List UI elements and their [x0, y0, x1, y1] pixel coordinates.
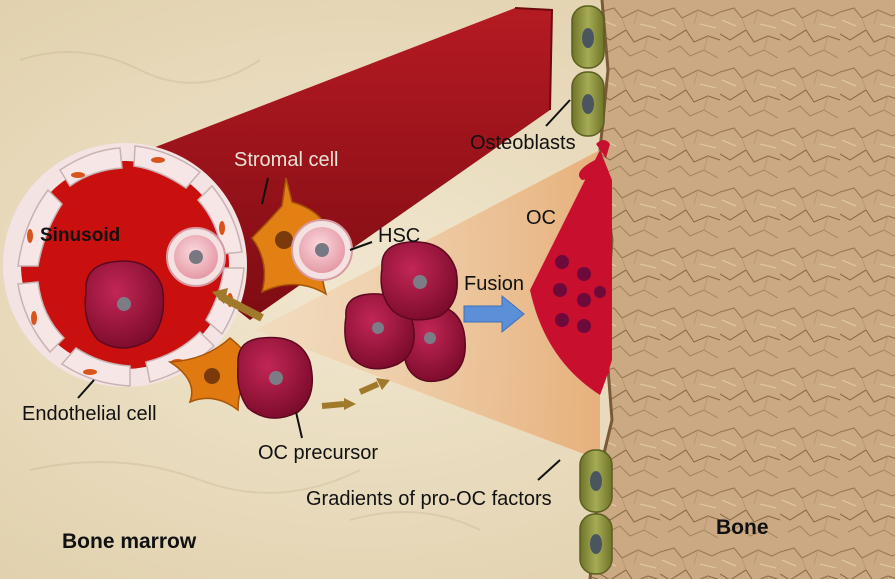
migration-arrow-1 [322, 404, 344, 406]
stromal-cell-label: Stromal cell [234, 149, 338, 171]
sinusoid-label: Sinusoid [40, 225, 120, 246]
fusion-label: Fusion [464, 273, 524, 295]
bone-matrix [590, 0, 895, 579]
hsc-label: HSC [378, 225, 420, 247]
gradients-label: Gradients of pro-OC factors [306, 488, 552, 510]
oc-label: OC [526, 207, 556, 229]
endothelial-cell-label: Endothelial cell [22, 403, 157, 425]
bone-marrow-label: Bone marrow [62, 530, 197, 553]
bone-label: Bone [716, 516, 769, 539]
osteoblasts-label: Osteoblasts [470, 132, 576, 154]
oc-precursor-label: OC precursor [258, 442, 378, 464]
